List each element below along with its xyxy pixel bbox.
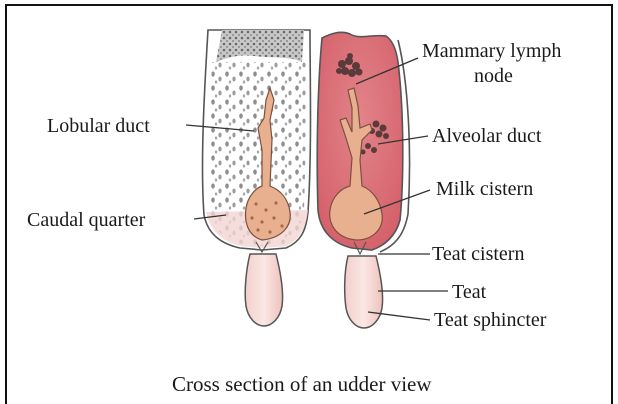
figure-caption: Cross section of an udder view xyxy=(172,372,432,396)
label-mammary-lymph-node-line1: Mammary lymph xyxy=(422,40,561,62)
label-teat: Teat xyxy=(452,281,487,303)
right-teat xyxy=(345,256,383,328)
left-quarter xyxy=(203,30,311,326)
label-lobular-duct: Lobular duct xyxy=(47,115,150,137)
label-mammary-lymph-node-line2: node xyxy=(474,65,513,87)
label-teat-cistern: Teat cistern xyxy=(432,243,524,265)
label-milk-cistern: Milk cistern xyxy=(436,178,533,200)
label-caudal-quarter: Caudal quarter xyxy=(27,209,146,231)
right-quarter xyxy=(317,32,409,328)
left-teat xyxy=(245,254,282,326)
label-teat-sphincter: Teat sphincter xyxy=(434,309,547,331)
label-alveolar-duct: Alveolar duct xyxy=(432,125,542,147)
